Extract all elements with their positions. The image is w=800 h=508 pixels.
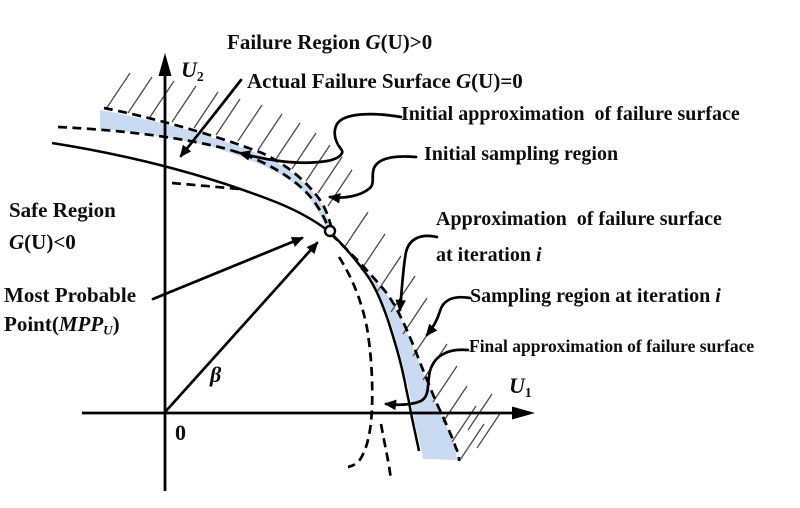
label-part: 2 — [196, 68, 204, 84]
mpp-marker — [323, 224, 337, 238]
label-part: MPP — [58, 312, 104, 336]
inner-approximation-curve — [57, 125, 331, 230]
mpp-pointer-arrow — [151, 236, 304, 301]
label-part: Sampling region at iteration — [470, 285, 716, 307]
iteration-approximation-segment — [171, 181, 241, 191]
hatch-line — [275, 122, 301, 160]
final-approximation-curve — [337, 256, 374, 469]
approximation-iteration-leader-arrow — [395, 234, 439, 312]
label-part: G — [456, 69, 472, 93]
label-part: G — [365, 30, 381, 54]
hatch-marks — [105, 72, 502, 461]
actual-surface-leader-arrow — [179, 78, 243, 158]
label-part: Failure Region — [227, 30, 366, 54]
beta-vector — [164, 241, 319, 413]
initial-sampling-region-fill — [100, 110, 332, 234]
iteration-sampling-region-fill — [334, 239, 457, 460]
hatch-line — [327, 169, 353, 207]
beta-label: β — [210, 362, 222, 387]
hatch-line — [390, 275, 416, 313]
label-sampling-region-iteration: Sampling region at iteration i — [470, 286, 721, 307]
label-part: (U)>0 — [380, 30, 433, 54]
y-axis-label: U2 — [181, 58, 204, 84]
label-safe-region: Safe Region — [9, 198, 116, 222]
label-failure-region: Failure Region G(U)>0 — [227, 31, 432, 53]
origin-label: 0 — [175, 420, 186, 445]
label-part: i — [535, 244, 542, 266]
hatch-line — [171, 85, 197, 123]
hatch-line — [193, 91, 219, 129]
label-actual-failure-surface: Actual Failure Surface G(U)=0 — [247, 70, 523, 92]
hatch-line — [257, 113, 283, 151]
label-part: (U)=0 — [471, 69, 523, 93]
label-initial-sampling-region: Initial sampling region — [424, 143, 619, 165]
label-initial-approximation: Initial approximation of failure surface — [401, 103, 740, 125]
label-part: at iteration — [436, 244, 536, 266]
final-approximation-tail — [379, 423, 393, 481]
initial-sampling-leader-arrow — [328, 155, 418, 204]
hatch-line — [476, 411, 502, 449]
x-axis-arrowhead — [512, 406, 535, 420]
label-most-probable: Most Probable — [4, 283, 137, 307]
x-axis-label: U1 — [509, 374, 532, 400]
label-part: U — [103, 322, 113, 338]
label-part: 1 — [524, 384, 532, 400]
hatch-line — [149, 80, 175, 118]
label-part: i — [715, 285, 721, 307]
hatch-line — [442, 385, 468, 423]
final-approximation-leader-arrow — [384, 348, 470, 411]
label-mpp-point: Point(MPPU) — [4, 313, 120, 337]
label-approximation-iteration: Approximation of failure surface — [436, 208, 722, 230]
hatch-line — [317, 156, 343, 194]
initial-approximation-leader-arrow — [238, 112, 403, 165]
hatch-line — [343, 211, 369, 249]
sampling-iteration-leader-arrow — [425, 295, 472, 337]
label-part: Point( — [4, 312, 59, 336]
label-part: Actual Failure Surface — [247, 69, 456, 93]
label-part: ) — [112, 312, 120, 336]
label-part: G — [9, 230, 25, 254]
y-axis-arrowhead — [158, 53, 172, 76]
label-approximation-iteration-line2: at iteration i — [436, 245, 542, 266]
hatch-line — [432, 365, 458, 403]
label-final-approximation: Final approximation of failure surface — [469, 336, 755, 356]
label-part: U — [509, 373, 525, 398]
label-part: (U)<0 — [24, 230, 76, 254]
initial-approximation-curve — [103, 106, 461, 462]
label-safe-region-equation: G(U)<0 — [9, 231, 76, 253]
label-part: U — [181, 57, 197, 82]
actual-failure-surface-curve — [51, 141, 421, 452]
hatch-line — [376, 255, 402, 293]
hatch-line — [215, 98, 241, 136]
hatch-line — [105, 72, 131, 110]
hatch-line — [459, 423, 485, 461]
hatch-line — [237, 104, 263, 142]
hatch-line — [360, 233, 386, 271]
hatch-line — [127, 76, 153, 114]
